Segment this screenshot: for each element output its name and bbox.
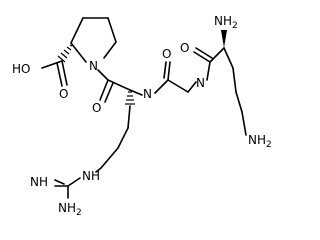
bond xyxy=(209,47,225,63)
stereo-wedge xyxy=(221,30,227,48)
molecule-structure-diagram: N O HO O N O N O NH2 NH2 NH NH NH2 xyxy=(12,14,272,218)
carboxylic-acid-group xyxy=(41,44,73,87)
bond xyxy=(206,61,211,81)
bond xyxy=(193,51,211,63)
bond xyxy=(95,167,102,173)
proline-ring xyxy=(70,17,117,63)
atom-label-pro-carbonyl-o: O xyxy=(92,101,101,115)
bond xyxy=(167,61,171,81)
bond xyxy=(232,67,237,93)
bond xyxy=(154,79,169,94)
atom-label-lys-alpha-nh2: NH2 xyxy=(214,14,238,31)
stereo-hash xyxy=(60,52,68,59)
bond xyxy=(117,127,129,149)
atom-label-pro-n: N xyxy=(89,59,98,73)
bond xyxy=(97,69,109,81)
backbone-arg-gly-lys xyxy=(129,47,225,96)
bond xyxy=(56,62,63,87)
bond xyxy=(99,79,109,101)
bond xyxy=(127,105,131,129)
atom-labels: N O HO O N O N O NH2 NH2 NH NH NH2 xyxy=(12,14,272,218)
atom-label-imine-nh: NH xyxy=(30,175,48,189)
bond xyxy=(54,179,65,185)
bond xyxy=(104,82,114,103)
bond xyxy=(61,60,68,86)
bond xyxy=(223,47,234,69)
stereo-hash xyxy=(57,55,66,63)
stereo-hash xyxy=(63,49,70,55)
bond xyxy=(70,17,84,44)
bond xyxy=(107,79,131,91)
bond xyxy=(41,60,63,69)
bond xyxy=(241,111,247,136)
arginine-side-chain xyxy=(54,91,135,199)
bond xyxy=(163,61,167,79)
bond xyxy=(129,89,143,96)
atom-label-acid-oh: HO xyxy=(12,62,30,76)
bond xyxy=(100,147,119,169)
bond xyxy=(70,42,87,63)
stereo-hash xyxy=(69,44,73,47)
bond xyxy=(235,91,243,113)
bond xyxy=(107,17,117,43)
lysine-alpha-amine xyxy=(221,30,227,48)
atom-label-gly-o: O xyxy=(162,47,171,61)
stereo-hash xyxy=(66,46,72,51)
bond xyxy=(187,81,197,93)
bond xyxy=(167,79,189,93)
bond xyxy=(103,41,117,59)
atom-label-guanidino-nh: NH xyxy=(82,169,100,183)
atom-label-guanidino-nh2: NH2 xyxy=(58,201,82,218)
lysine-side-chain xyxy=(223,47,247,136)
bond xyxy=(67,177,81,187)
proline-carbonyl xyxy=(97,69,131,103)
atom-label-lys-o: O xyxy=(180,41,189,55)
atom-label-lys-eps-nh2: NH2 xyxy=(248,133,272,150)
bond xyxy=(195,47,213,59)
atom-label-amide-n-gly-lys: N xyxy=(196,76,205,90)
atom-label-acid-o: O xyxy=(59,87,68,101)
atom-label-amide-n-arg-gly: N xyxy=(143,87,152,101)
